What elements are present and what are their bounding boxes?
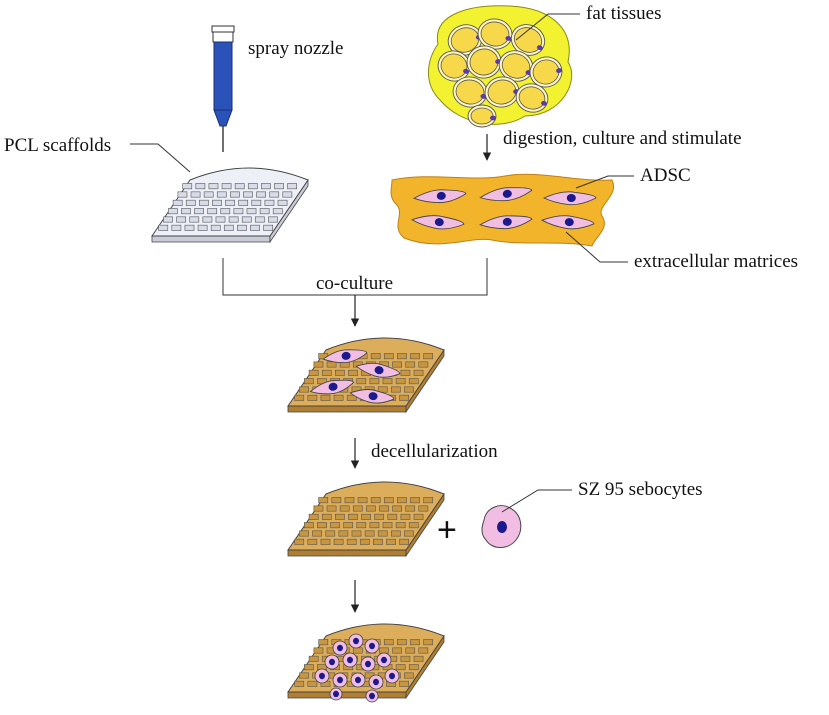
label-decellularization: decellularization	[371, 441, 498, 462]
leader-adsc	[575, 175, 634, 189]
label-adsc: ADSC	[640, 165, 691, 186]
leader-sebocytes	[501, 489, 572, 513]
decellularized-scaffold-icon	[287, 481, 445, 558]
sebocyte-cell-icon	[481, 505, 522, 548]
spray-nozzle-icon	[211, 25, 235, 152]
coculture-scaffold-icon	[287, 337, 445, 414]
label-ecm: extracellular matrices	[634, 251, 798, 272]
plus-sign: +	[437, 511, 457, 549]
label-sebocytes: SZ 95 sebocytes	[578, 479, 703, 500]
leader-fat-tissues	[515, 13, 580, 41]
label-digestion: digestion, culture and stimulate	[503, 128, 742, 149]
leader-ecm	[565, 231, 628, 263]
fat-tissue-icon	[427, 5, 573, 128]
label-pcl-scaffolds: PCL scaffolds	[4, 135, 111, 156]
leader-pcl-scaffolds	[130, 143, 191, 173]
label-fat-tissues: fat tissues	[586, 3, 661, 24]
ecm-sheet-icon	[390, 173, 615, 247]
final-scaffold-icon	[287, 623, 445, 703]
pcl-scaffold-icon	[151, 167, 309, 244]
label-coculture: co-culture	[316, 273, 393, 294]
label-spray-nozzle: spray nozzle	[248, 38, 343, 59]
